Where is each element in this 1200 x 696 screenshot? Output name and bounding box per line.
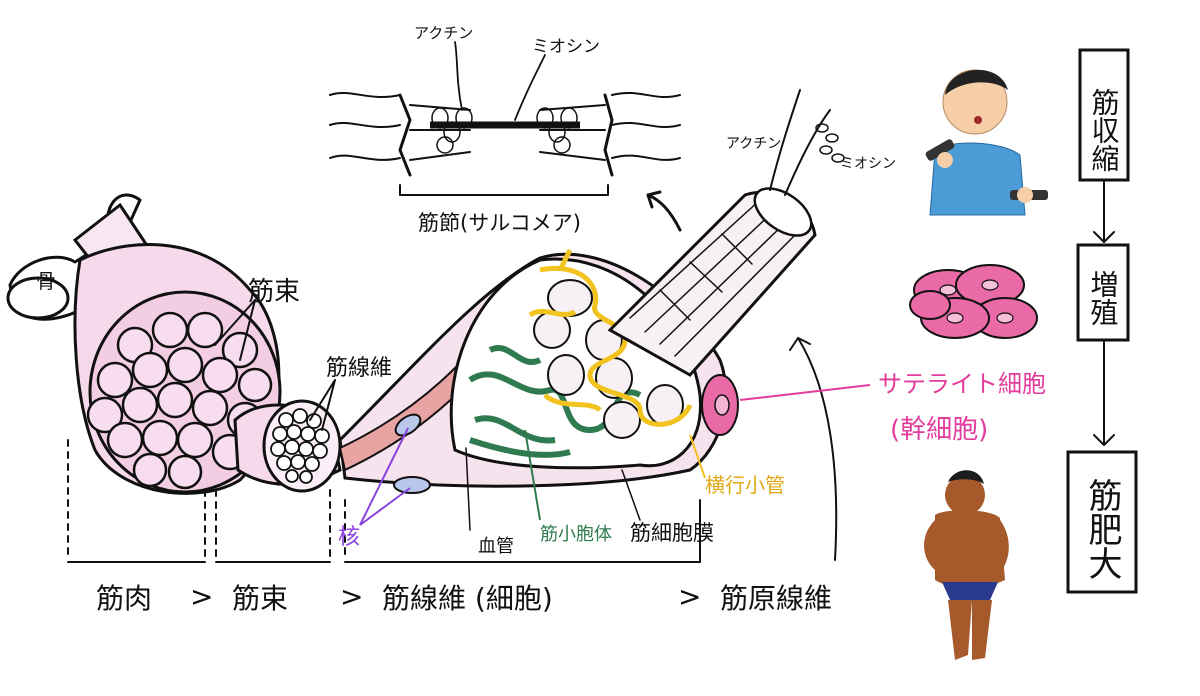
hierarchy-brackets [67, 439, 701, 563]
sarcomere-illustration [329, 41, 681, 196]
sarcoplasmic-reticulum-shape [468, 345, 642, 458]
person-mouth [974, 116, 982, 124]
myofibril-illustration [607, 89, 845, 561]
label-muscle-fiber: 筋線維 [326, 356, 392, 381]
person-hand-left [937, 152, 953, 168]
actin-leader-line [454, 41, 463, 111]
fiber-leader-line [309, 379, 336, 431]
fascicle-leader-line [214, 299, 256, 361]
hierarchy-muscle: 筋肉 [96, 582, 152, 615]
fascicle-bundles [86, 311, 273, 490]
bodybuilder-trunks [942, 582, 998, 600]
satellite-cell-nucleus [714, 394, 730, 416]
myofibril-end [753, 187, 813, 237]
flow-box-contraction [1078, 48, 1130, 182]
hierarchy-muscle-fiber: 筋線維 (細胞) [382, 582, 553, 615]
t-tubule-leader-line [689, 434, 706, 479]
actin-filament-strand [769, 89, 801, 191]
label-nucleus: 核 [338, 525, 360, 550]
myofibril-striations [629, 199, 801, 357]
flow-step-contraction: 筋収縮 [1088, 88, 1121, 172]
sarcolemma-leader-line [621, 469, 641, 521]
hierarchy-separator-3: > [678, 580, 701, 613]
label-sarcolemma: 筋細胞膜 [630, 521, 714, 545]
sarcomere-bracket [399, 184, 609, 196]
bodybuilder-hair [948, 470, 984, 484]
z-lines [398, 93, 614, 177]
t-tubule-shape [528, 248, 693, 427]
label-fascicle: 筋束 [248, 277, 300, 307]
hierarchy-myofibril: 筋原線維 [720, 582, 832, 615]
label-myosin-side: ミオシン [840, 156, 896, 172]
myosin-heads [815, 123, 845, 163]
flow-arrow-2 [1093, 341, 1115, 446]
arrow-from-satellite [789, 337, 838, 561]
proliferating-cells [909, 264, 1038, 339]
bodybuilder [924, 470, 1009, 660]
label-actin-top: アクチン [414, 24, 473, 42]
flow-box-hypertrophy [1066, 450, 1138, 594]
myosin-leader-line [514, 54, 546, 121]
label-blood-vessel: 血管 [478, 536, 514, 557]
satellite-leader-line [739, 384, 871, 401]
label-t-tubule: 横行小管 [705, 473, 785, 497]
bone-end-cap [6, 276, 70, 320]
nucleus-shape-2 [393, 476, 431, 494]
flow-step-proliferation: 増殖 [1087, 270, 1120, 326]
label-myosin-top: ミオシン [532, 37, 600, 57]
hierarchy-fascicle: 筋束 [232, 582, 288, 615]
label-satellite-cell: サテライト細胞 [878, 370, 1046, 398]
bone-shape [8, 193, 142, 321]
hierarchy-separator-2: > [340, 580, 363, 613]
label-sarcomere: 筋節(サルコメア) [418, 211, 581, 235]
myosin-head-clusters [431, 107, 578, 154]
person-lifting-dumbbells [925, 69, 1048, 216]
label-bone: 骨 [36, 269, 56, 293]
hierarchy-separator-1: > [190, 580, 213, 613]
person-hair [945, 69, 1008, 95]
blood-vessel-leader-line [465, 447, 471, 531]
reticulum-leader-line [524, 429, 541, 521]
bone-and-muscle-illustration [6, 193, 342, 495]
bodybuilder-head [945, 475, 985, 515]
fiber-cross-sections [270, 408, 330, 484]
label-sarcoplasmic-reticulum: 筋小胞体 [540, 524, 612, 545]
nucleus-leader-lines [359, 427, 411, 526]
flow-box-proliferation [1076, 243, 1130, 342]
bodybuilder-legs [948, 600, 992, 660]
flow-chart [1066, 48, 1138, 594]
arrow-to-sarcomere [646, 190, 682, 232]
person-hand-right [1017, 187, 1033, 203]
flow-arrow-1 [1093, 181, 1115, 243]
nucleus-shape-1 [394, 413, 422, 437]
label-stem-cell: (幹細胞) [890, 415, 988, 445]
dumbbell-left [925, 139, 955, 161]
label-actin-side: アクチン [726, 136, 781, 152]
proliferating-cell-nuclei [939, 279, 1014, 324]
flow-step-hypertrophy: 筋肥大 [1082, 478, 1122, 580]
bodybuilder-arms [924, 520, 1009, 578]
myosin-filament-strand [784, 109, 831, 196]
